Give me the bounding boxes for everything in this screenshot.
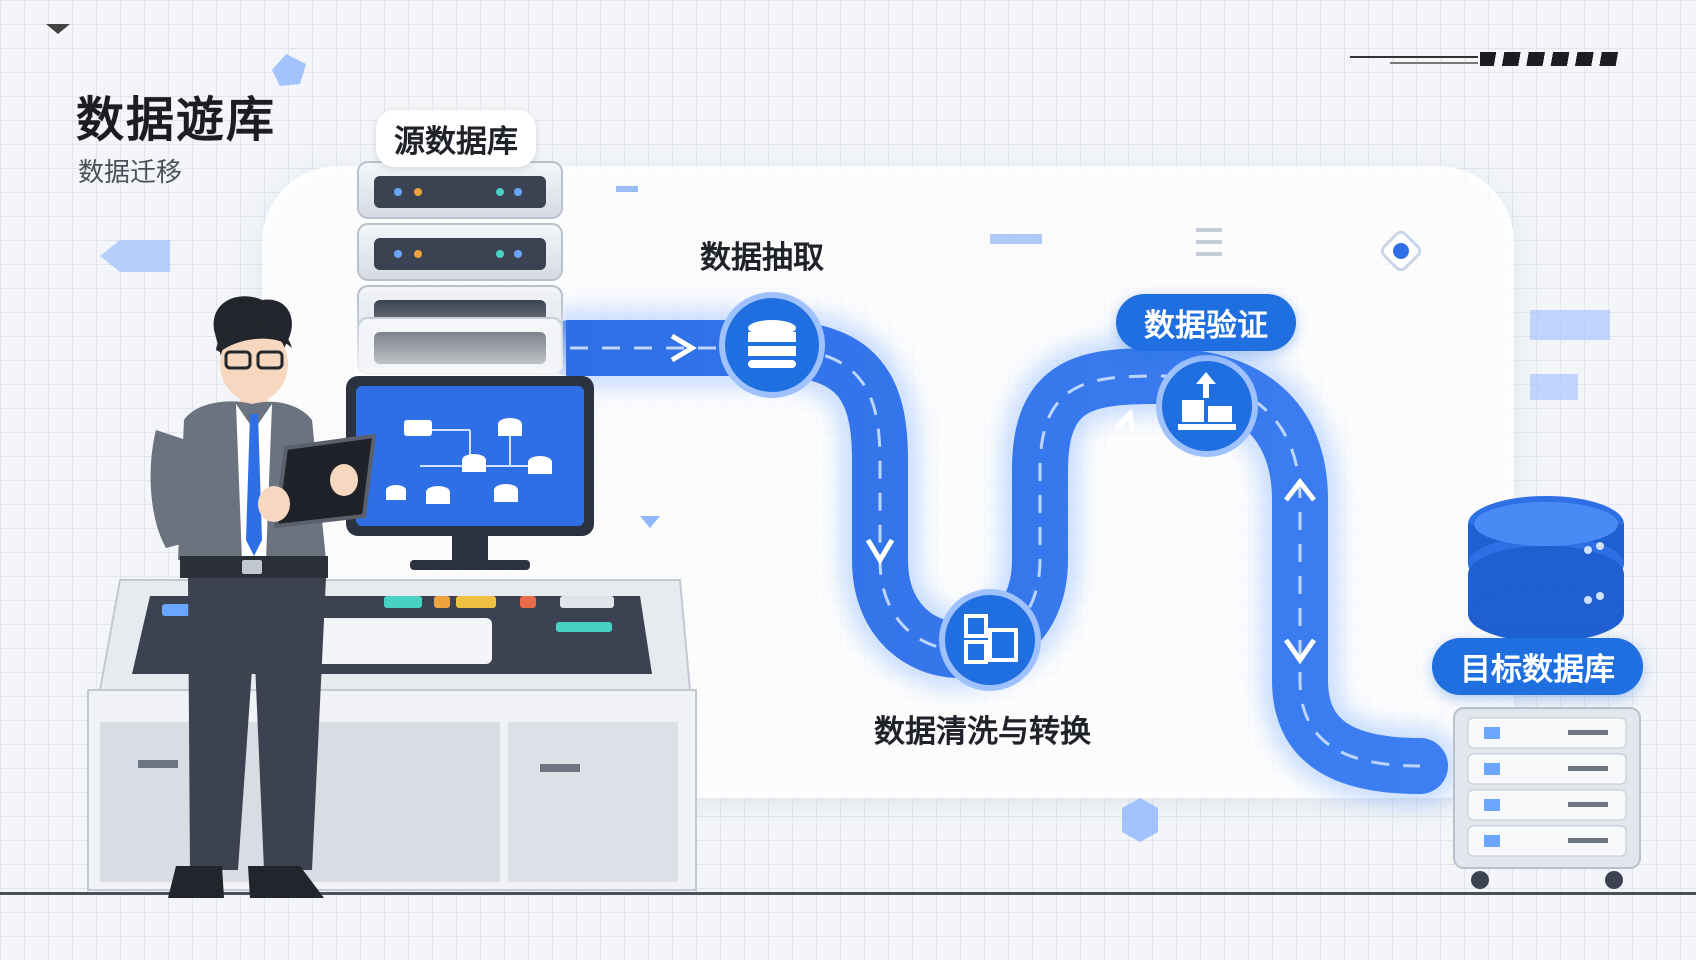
floating-dash <box>990 234 1042 244</box>
header-rule-thin <box>1390 62 1478 64</box>
floating-arrow-shape <box>100 240 170 272</box>
corner-triangle-icon <box>46 24 70 34</box>
floating-bar-2 <box>1530 374 1578 400</box>
floating-triangle <box>640 516 660 528</box>
flow-arrow-down-icon-2 <box>1283 638 1317 665</box>
flow-arrow-down-icon <box>865 538 895 565</box>
floating-diamond-shape <box>272 54 306 86</box>
target-db-label: 目标数据库 <box>1432 638 1643 695</box>
validate-node <box>1156 355 1258 457</box>
target-database-cylinders <box>1468 496 1624 642</box>
source-db-label: 源数据库 <box>376 110 536 167</box>
flow-arrow-up-right-icon <box>1114 408 1135 433</box>
validate-label: 数据验证 <box>1116 294 1296 351</box>
extract-node <box>719 292 825 398</box>
source-server-rack <box>354 161 566 390</box>
floating-dash-2 <box>616 186 638 192</box>
clean-transform-label: 数据清洗与转换 <box>874 714 1091 750</box>
pipeline-path <box>542 320 1448 794</box>
pipeline-centerline <box>570 346 1421 768</box>
clean-node <box>939 589 1041 691</box>
floating-hexagon <box>1122 798 1158 842</box>
control-console <box>87 579 697 891</box>
header-hatch-stripes <box>1480 52 1620 66</box>
monitor <box>346 376 594 570</box>
flow-arrow-up-icon <box>1284 477 1316 502</box>
floating-bar-1 <box>1530 310 1610 340</box>
target-server-rack <box>1453 707 1641 889</box>
header-rule <box>1350 56 1478 58</box>
flow-arrow-right-icon <box>670 333 697 363</box>
floating-diamond-icon <box>1380 230 1422 272</box>
page-title: 数据遊库 <box>76 92 277 148</box>
page-subtitle: 数据迁移 <box>78 158 183 188</box>
floor-line <box>0 892 1696 895</box>
engineer-figure <box>150 296 377 898</box>
extract-label: 数据抽取 <box>700 240 824 276</box>
